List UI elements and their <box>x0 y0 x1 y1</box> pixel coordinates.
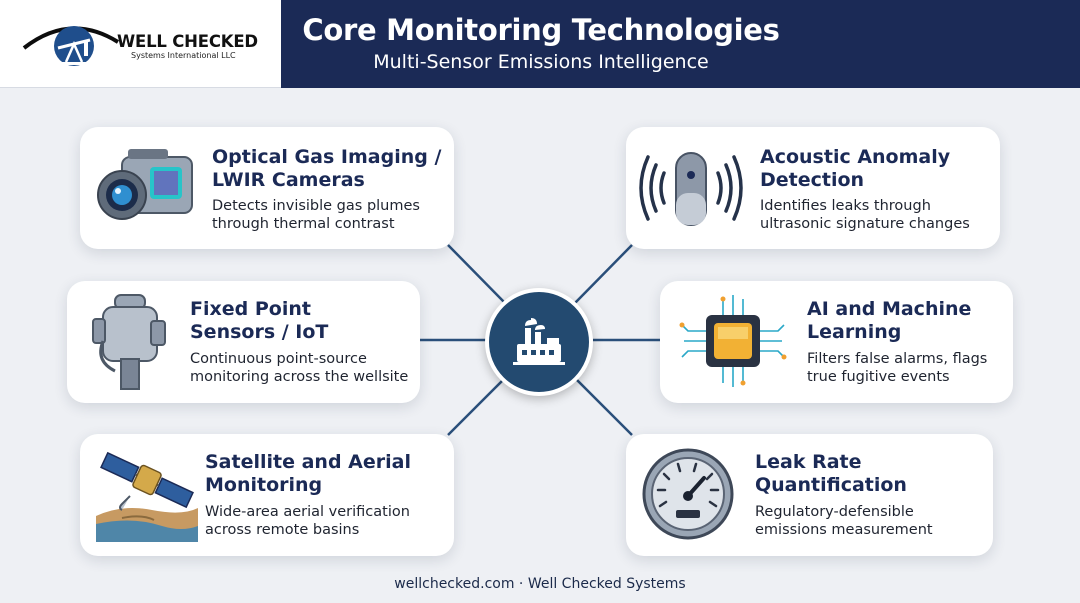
card-title-line: Sensors / IoT <box>190 321 329 343</box>
card-title: AI and Machine Learning <box>807 298 971 344</box>
card-description: Identifies leaks through ultrasonic sign… <box>760 197 970 233</box>
brand-logo: WELL CHECKED Systems International LLC <box>0 0 281 88</box>
card-fixed-point-sensors: Fixed Point Sensors / IoT Continuous poi… <box>67 281 420 403</box>
gauge-icon <box>642 448 734 540</box>
card-ai-machine-learning: AI and Machine Learning Filters false al… <box>660 281 1013 403</box>
thermal-camera-icon <box>97 149 193 220</box>
card-title-line: Leak Rate <box>755 451 862 473</box>
card-title: Leak Rate Quantification <box>755 451 907 497</box>
card-description: Filters false alarms, flags true fugitiv… <box>807 350 987 386</box>
card-title-line: Satellite and Aerial <box>205 451 411 473</box>
card-description-line: emissions measurement <box>755 522 933 538</box>
card-title-line: LWIR Cameras <box>212 169 365 191</box>
card-description: Regulatory-defensible emissions measurem… <box>755 503 933 539</box>
card-title: Acoustic Anomaly Detection <box>760 146 950 192</box>
card-title-line: Acoustic Anomaly <box>760 146 951 168</box>
fixed-sensor-icon <box>92 294 166 390</box>
card-title: Fixed Point Sensors / IoT <box>190 298 328 344</box>
card-title-line: Fixed Point <box>190 298 311 320</box>
card-description-line: true fugitive events <box>807 369 950 385</box>
hub-circle <box>485 288 593 396</box>
card-description-line: Filters false alarms, flags <box>807 351 988 367</box>
card-description: Detects invisible gas plumes through the… <box>212 197 420 233</box>
satellite-icon <box>96 451 198 542</box>
page-header: Core Monitoring Technologies Multi-Senso… <box>281 0 1080 88</box>
page-title: Core Monitoring Technologies <box>302 13 780 47</box>
card-acoustic-anomaly: Acoustic Anomaly Detection Identifies le… <box>626 127 1000 249</box>
page-subtitle: Multi-Sensor Emissions Intelligence <box>373 51 709 73</box>
card-title-line: Detection <box>760 169 865 191</box>
card-description-line: monitoring across the wellsite <box>190 369 409 385</box>
card-satellite-aerial: Satellite and Aerial Monitoring Wide-are… <box>80 434 454 556</box>
card-description-line: through thermal contrast <box>212 216 395 232</box>
card-optical-gas-imaging: Optical Gas Imaging / LWIR Cameras Detec… <box>80 127 454 249</box>
brand-name: WELL CHECKED <box>117 32 258 51</box>
card-leak-rate-quantification: Leak Rate Quantification Regulatory-defe… <box>626 434 993 556</box>
ai-chip-icon <box>679 295 787 387</box>
card-description: Wide-area aerial verification across rem… <box>205 503 410 539</box>
card-description-line: ultrasonic signature changes <box>760 216 970 232</box>
card-title-line: Monitoring <box>205 474 323 496</box>
acoustic-sensor-icon <box>639 152 743 226</box>
card-title-line: AI and Machine <box>807 298 972 320</box>
card-description-line: across remote basins <box>205 522 360 538</box>
card-title: Satellite and Aerial Monitoring <box>205 451 411 497</box>
oil-pump-logo-icon <box>22 26 120 66</box>
factory-icon <box>513 318 565 365</box>
brand-subtitle: Systems International LLC <box>131 51 236 60</box>
card-description-line: Wide-area aerial verification <box>205 504 410 520</box>
card-description-line: Detects invisible gas plumes <box>212 198 420 214</box>
card-description: Continuous point-source monitoring acros… <box>190 350 408 386</box>
card-description-line: Identifies leaks through <box>760 198 931 214</box>
card-title-line: Quantification <box>755 474 907 496</box>
footer-text: wellchecked.com · Well Checked Systems <box>394 576 686 592</box>
card-title: Optical Gas Imaging / LWIR Cameras <box>212 146 441 192</box>
card-title-line: Optical Gas Imaging / <box>212 146 442 168</box>
card-description-line: Continuous point-source <box>190 351 367 367</box>
card-title-line: Learning <box>807 321 902 343</box>
card-description-line: Regulatory-defensible <box>755 504 914 520</box>
